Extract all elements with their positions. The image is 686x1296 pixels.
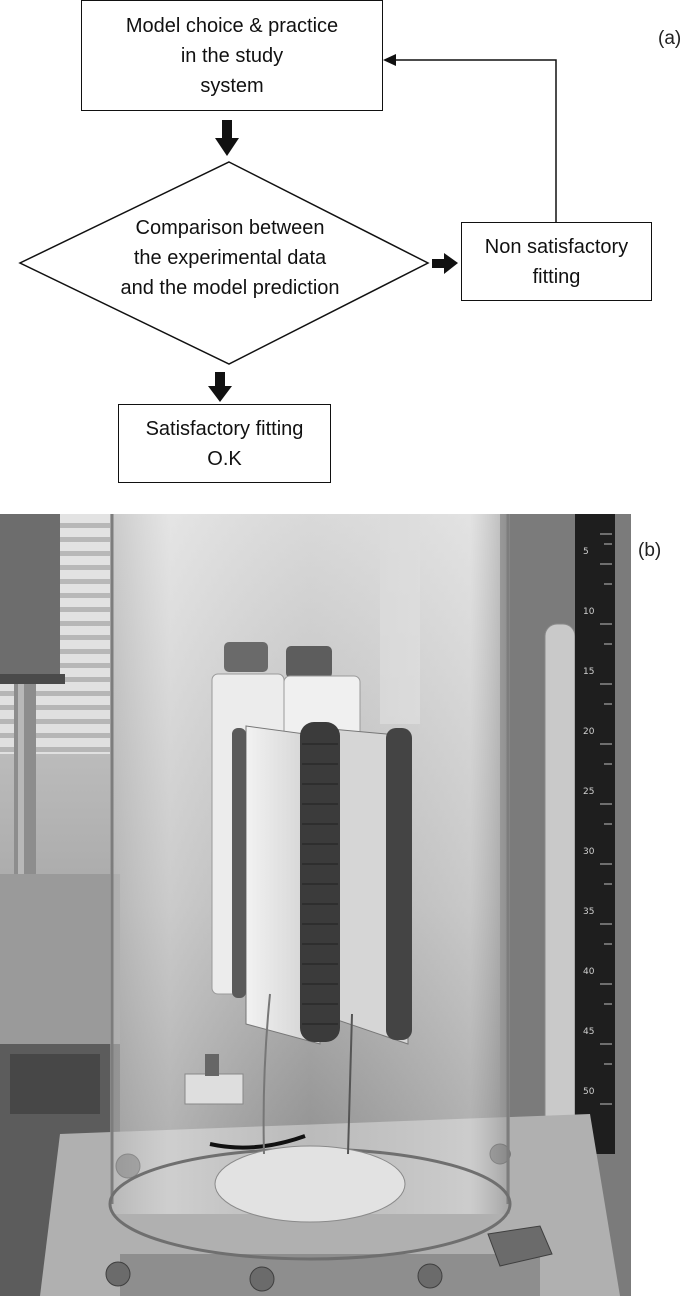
comparison-diamond-label: Comparison between the experimental data… — [120, 217, 340, 299]
feedback-arrow — [383, 54, 557, 222]
flowchart-canvas — [18, 54, 557, 402]
ruler-scale: 5 10 15 20 25 30 35 40 45 50 — [583, 547, 595, 1097]
svg-text:20: 20 — [583, 727, 595, 737]
panel-label-b: (b) — [638, 540, 662, 561]
svg-text:45: 45 — [583, 1027, 594, 1037]
svg-text:15: 15 — [583, 667, 594, 677]
satisfactory-box: Satisfactory fitting O.K — [118, 404, 331, 483]
svg-text:50: 50 — [583, 1087, 595, 1097]
svg-text:10: 10 — [583, 607, 595, 617]
svg-text:25: 25 — [583, 787, 594, 797]
model-choice-box: Model choice & practice in the study sys… — [81, 0, 383, 111]
down-arrow-icon — [208, 372, 232, 402]
down-arrow-icon — [215, 120, 239, 156]
svg-text:5: 5 — [583, 547, 589, 557]
panel-label-a: (a) — [658, 28, 682, 49]
right-arrow-icon — [432, 253, 458, 274]
non-satisfactory-box: Non satisfactory fitting — [461, 222, 652, 301]
reactor-photo: 5 10 15 20 25 30 35 40 45 50 — [0, 514, 631, 1296]
svg-text:35: 35 — [583, 907, 594, 917]
svg-text:30: 30 — [583, 847, 595, 857]
svg-text:40: 40 — [583, 967, 595, 977]
comparison-diamond-shape — [18, 161, 430, 365]
